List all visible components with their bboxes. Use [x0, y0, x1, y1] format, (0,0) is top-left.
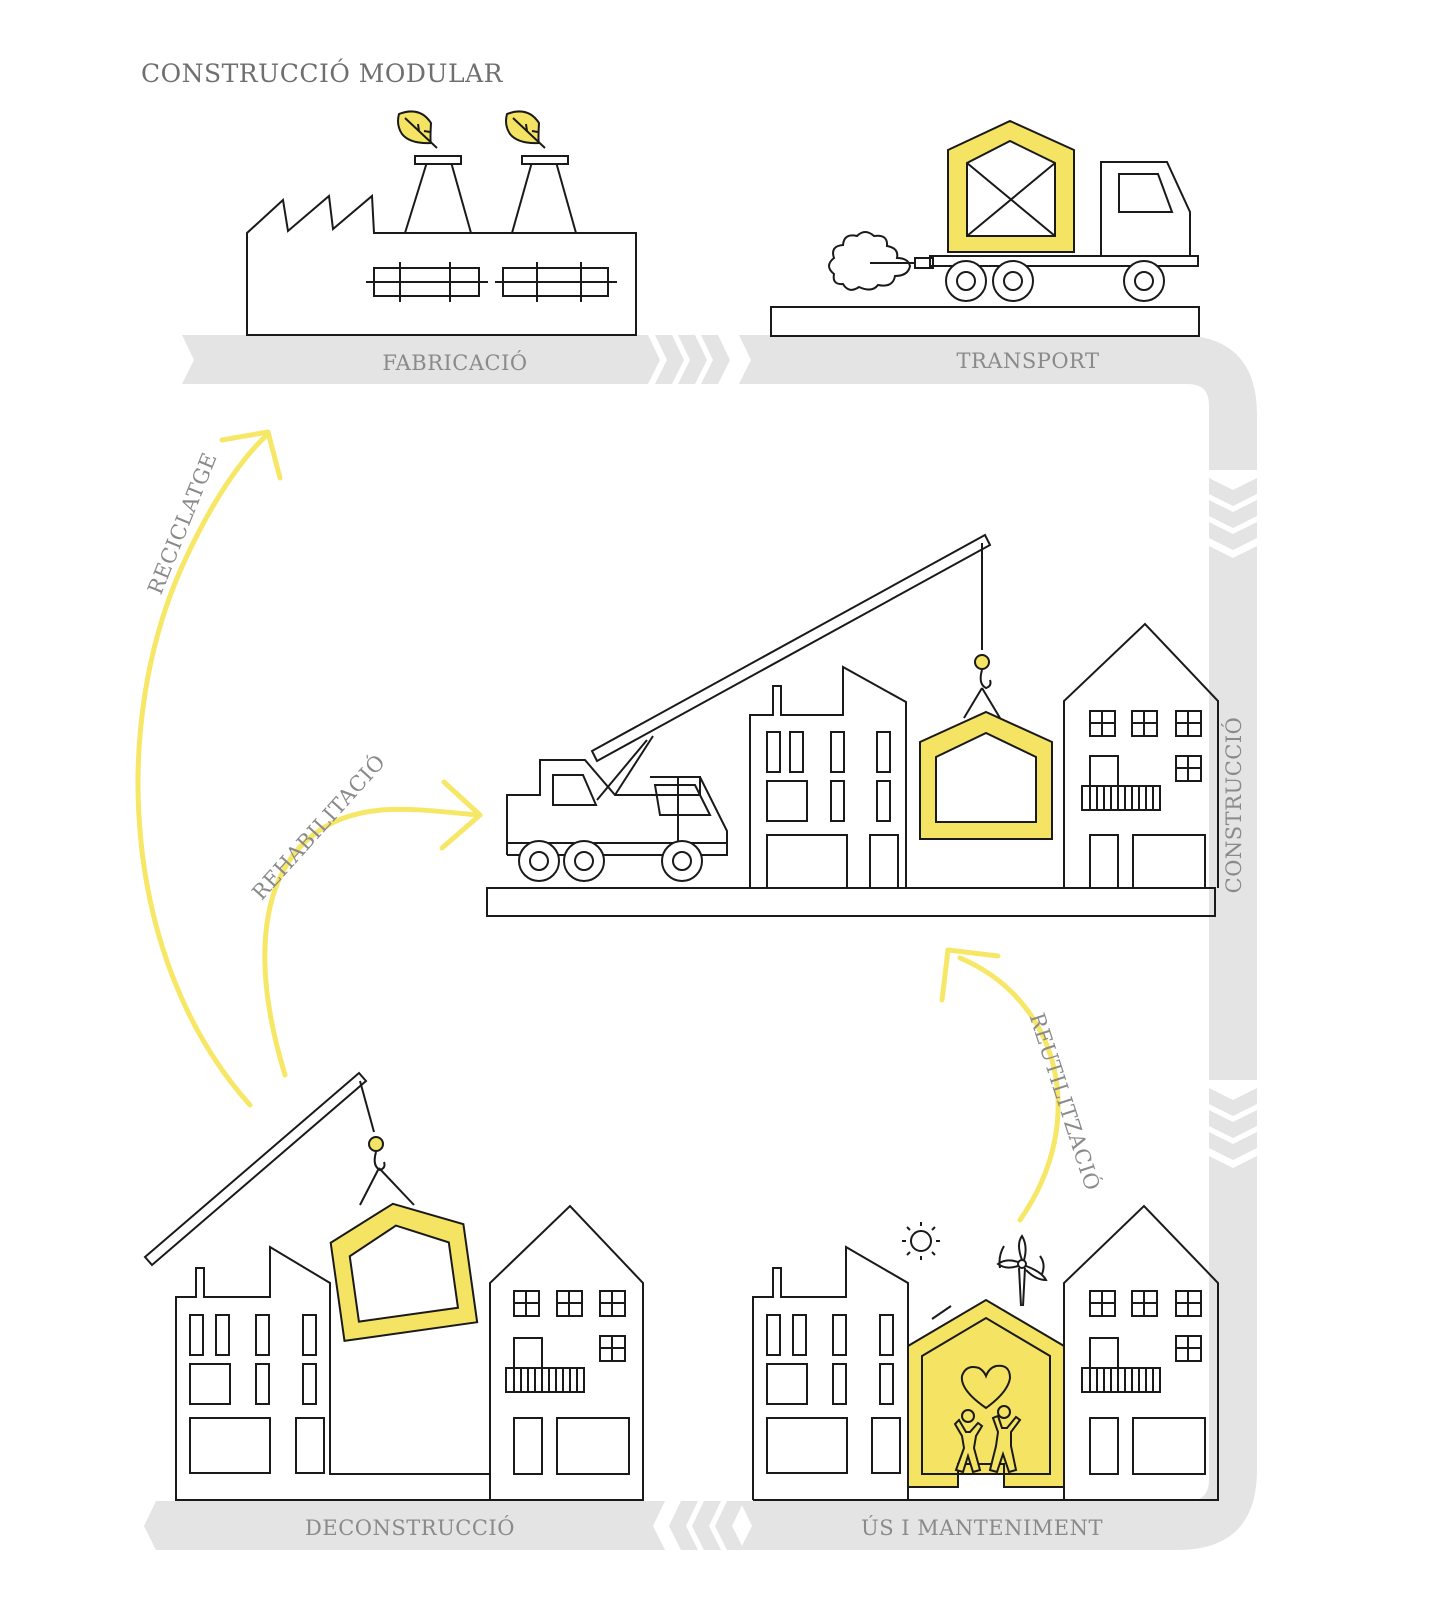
sun-icon: [902, 1222, 940, 1260]
factory-illustration: [247, 111, 636, 335]
rehabilitacio-arrow: [265, 782, 480, 1075]
construction-scene: [487, 535, 1218, 916]
loop-label-reutilitzacio: REUTILITZACIÓ: [1025, 1010, 1106, 1194]
loop-label-rehabilitacio: REHABILITACIÓ: [247, 749, 391, 904]
reutilitzacio-arrow: [942, 950, 1058, 1220]
stage-label-construccio: CONSTRUCCIÓ: [1221, 717, 1246, 894]
reciclatge-arrow: [138, 432, 280, 1105]
wind-turbine-icon: [998, 1236, 1046, 1306]
stage-label-us-manteniment: ÚS I MANTENIMENT: [861, 1515, 1103, 1540]
stage-label-transport: TRANSPORT: [956, 349, 1099, 373]
stage-label-fabricacio: FABRICACIÓ: [382, 350, 527, 375]
loop-label-reciclatge: RECICLATGE: [143, 449, 222, 598]
stage-label-deconstruccio: DECONSTRUCCIÓ: [305, 1515, 515, 1540]
use-maintenance-scene: [753, 1206, 1218, 1500]
deconstruction-scene: [145, 1073, 643, 1500]
page-title: CONSTRUCCIÓ MODULAR: [141, 59, 504, 88]
transport-truck: [771, 121, 1199, 336]
